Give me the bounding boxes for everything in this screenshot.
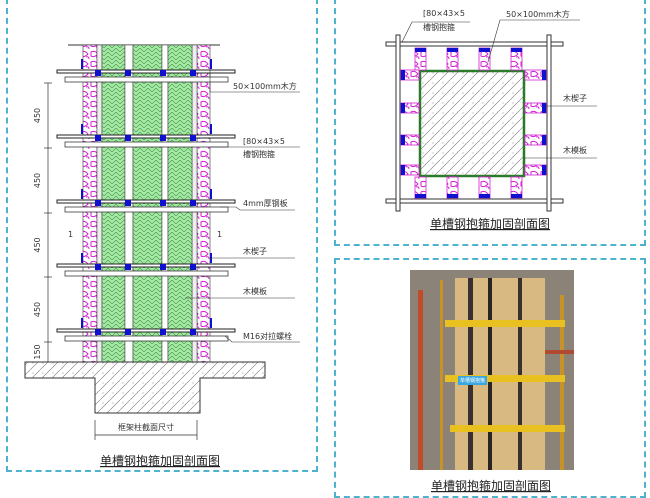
photo-illustration bbox=[410, 270, 574, 470]
timber-block bbox=[524, 134, 547, 146]
channel-bar-bottom bbox=[385, 198, 564, 204]
timber-block bbox=[400, 102, 420, 114]
bolt-head bbox=[190, 264, 196, 270]
plan-wedge-label: 木楔子 bbox=[563, 93, 587, 103]
dimension-value: 450 bbox=[33, 108, 42, 123]
bolt-head bbox=[125, 70, 131, 76]
bolt-head bbox=[190, 200, 196, 206]
wedge bbox=[81, 59, 83, 69]
column-elevation: 450 450 450 450 150 框架柱截面尺寸 1 1 50×100mm木方 [… bbox=[24, 44, 300, 468]
channel-size-label: [80×43×5 bbox=[243, 137, 285, 146]
timber-block bbox=[400, 134, 420, 146]
wedge-label: 木楔子 bbox=[243, 246, 267, 256]
wedge bbox=[81, 318, 83, 328]
channel-clamp bbox=[56, 124, 236, 148]
dimension-value: 450 bbox=[33, 237, 42, 252]
concrete-column bbox=[418, 69, 526, 178]
timber-block bbox=[400, 69, 420, 81]
left-panel bbox=[6, 0, 318, 472]
left-caption: 单槽钢抱箍加固剖面图 bbox=[100, 453, 220, 468]
section-mark-right: 1 bbox=[217, 230, 222, 239]
wedge bbox=[210, 124, 212, 134]
channel-bar-right bbox=[546, 34, 552, 212]
channel-clamp bbox=[56, 59, 236, 83]
dimension-value: 450 bbox=[33, 302, 42, 317]
bolt-head bbox=[95, 329, 101, 335]
timber-block bbox=[524, 164, 547, 176]
timber-label: 50×100mm木方 bbox=[233, 81, 297, 91]
bolt-head bbox=[95, 70, 101, 76]
bolt-head bbox=[160, 200, 166, 206]
right-top-panel bbox=[334, 0, 646, 246]
column-plan-section: [80×43×5 槽钢抱箍 50×100mm木方 木楔子 木模板 单槽钢抱箍加固… bbox=[385, 9, 597, 231]
timber-block bbox=[510, 176, 523, 199]
dimension-value: 450 bbox=[33, 173, 42, 188]
bolt-head bbox=[190, 329, 196, 335]
steel-plate-label: 4mm厚钢板 bbox=[243, 198, 288, 208]
bolt-head bbox=[95, 200, 101, 206]
plan-timber-label: 50×100mm木方 bbox=[506, 9, 570, 19]
channel-clamp bbox=[56, 318, 236, 342]
timber-block bbox=[414, 47, 427, 71]
timber-block bbox=[478, 47, 491, 71]
timber-block bbox=[510, 47, 523, 71]
timber-block bbox=[414, 176, 427, 199]
channel-bar-top bbox=[385, 41, 564, 47]
timber-block bbox=[524, 102, 547, 114]
bolt-head bbox=[125, 329, 131, 335]
section-size-label: 框架柱截面尺寸 bbox=[118, 422, 174, 432]
bolt-head bbox=[125, 264, 131, 270]
timber-block bbox=[446, 176, 459, 199]
bolt-head bbox=[125, 200, 131, 206]
bolt-head bbox=[160, 70, 166, 76]
channel-clamp bbox=[56, 189, 236, 213]
timber-block bbox=[478, 176, 491, 199]
site-photo: 单槽钢抱箍 bbox=[410, 270, 574, 470]
timber-block bbox=[446, 47, 459, 71]
footing bbox=[24, 361, 266, 414]
bolt-head bbox=[190, 70, 196, 76]
timber-block bbox=[400, 164, 420, 176]
bolt-head bbox=[125, 135, 131, 141]
right-top-caption: 单槽钢抱箍加固剖面图 bbox=[430, 216, 550, 231]
section-mark-left: 1 bbox=[68, 230, 73, 239]
right-bottom-caption: 单槽钢抱箍加固剖面图 bbox=[431, 478, 551, 493]
dimension-value: 150 bbox=[33, 344, 42, 359]
wedge bbox=[210, 189, 212, 199]
wedge bbox=[81, 253, 83, 263]
bolt-head bbox=[160, 135, 166, 141]
plan-channel-size-label: [80×43×5 bbox=[423, 9, 465, 18]
bolt-head bbox=[160, 264, 166, 270]
channel-name-label: 槽钢抱箍 bbox=[243, 149, 275, 159]
bolt-head bbox=[95, 135, 101, 141]
wedge bbox=[210, 318, 212, 328]
bolt-head bbox=[160, 329, 166, 335]
plan-channel-name-label: 槽钢抱箍 bbox=[423, 22, 455, 32]
wedge bbox=[81, 189, 83, 199]
channel-bar-left bbox=[395, 34, 401, 212]
formwork-label: 木模板 bbox=[243, 286, 267, 296]
wedge bbox=[210, 59, 212, 69]
timber-block bbox=[524, 69, 547, 81]
channel-clamp bbox=[56, 253, 236, 277]
bolt-head bbox=[190, 135, 196, 141]
plan-formwork-label: 木模板 bbox=[563, 145, 587, 155]
bolt-head bbox=[95, 264, 101, 270]
photo-tag: 单槽钢抱箍 bbox=[458, 376, 488, 385]
bolt-label: M16对拉螺栓 bbox=[243, 331, 292, 341]
wedge bbox=[81, 124, 83, 134]
